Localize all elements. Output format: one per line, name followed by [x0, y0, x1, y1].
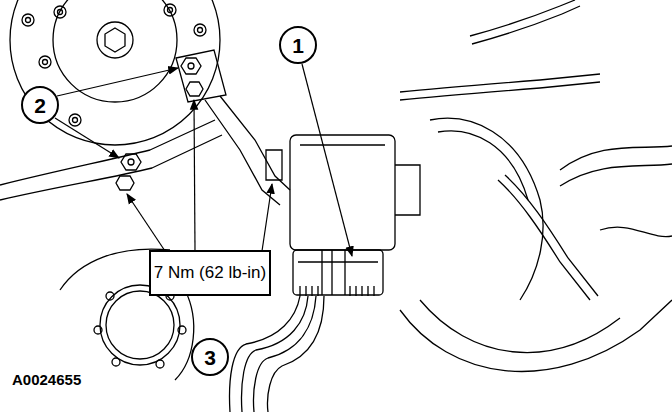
- torque-value: 7 Nm (62 lb-in): [151, 264, 269, 283]
- figure-code: A0024655: [12, 372, 81, 389]
- leader-lines: [55, 64, 352, 256]
- callout-circle: 2: [21, 86, 59, 124]
- callout-circle: 1: [279, 26, 317, 64]
- callout-circle: 3: [191, 338, 229, 376]
- torque-spec-box: 7 Nm (62 lb-in): [149, 250, 271, 295]
- callout-number: 1: [292, 35, 304, 56]
- callout-number: 2: [34, 95, 46, 116]
- callout-number: 3: [204, 347, 216, 368]
